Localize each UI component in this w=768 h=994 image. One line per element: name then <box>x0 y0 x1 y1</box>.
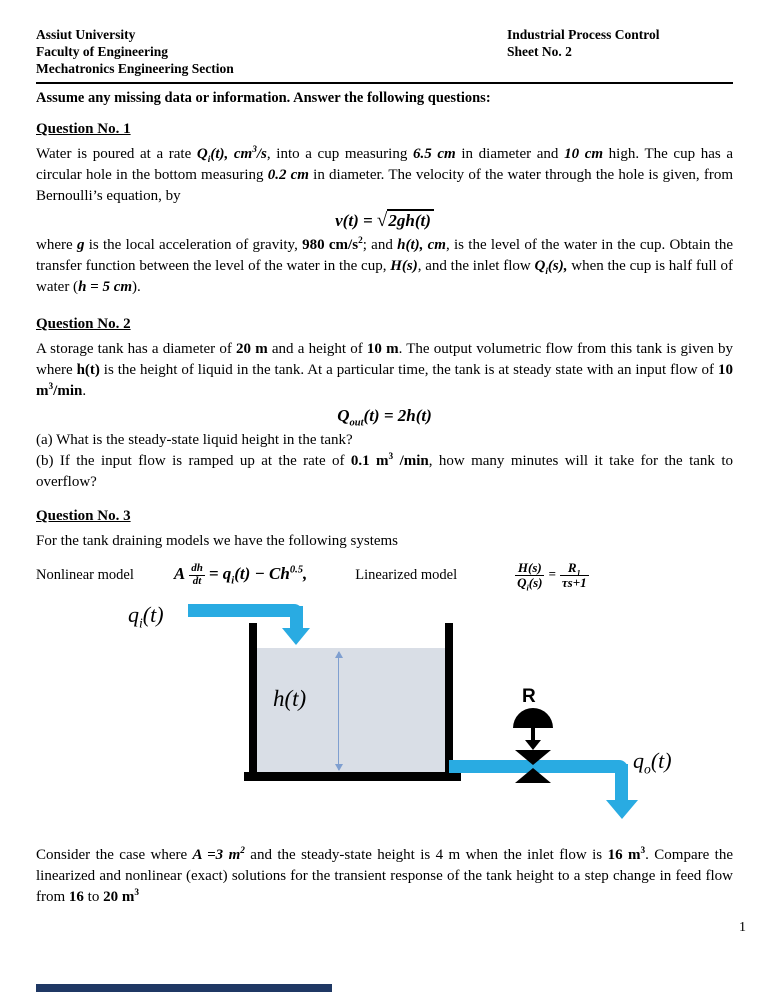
question-1-paragraph-1: Water is poured at a rate Qi(t), cm3/s, … <box>36 145 734 204</box>
valve-dome-icon <box>513 708 553 728</box>
outflow-base: q <box>633 748 644 773</box>
bernoulli-equation: v(t) = √2gh(t) <box>36 209 733 233</box>
height-dimension-arrow <box>334 651 343 771</box>
arrow-up-head-icon <box>334 651 343 658</box>
question-2-paragraph: A storage tank has a diameter of 20 m an… <box>36 341 734 399</box>
question-1-paragraph-2: where g is the local acceleration of gra… <box>36 236 733 295</box>
inflow-label: qi(t) <box>128 602 164 631</box>
nonlinear-model-label: Nonlinear model <box>36 566 134 583</box>
question-2-item-b: (b) If the input flow is ramped up at th… <box>36 452 733 490</box>
outflow-arrow-icon <box>606 800 638 819</box>
faculty-name: Faculty of Engineering <box>36 44 168 59</box>
lin-den-base: Q <box>517 574 527 590</box>
document-header: Assiut University Faculty of Engineering… <box>36 26 733 77</box>
instructions-line: Assume any missing data or information. … <box>36 90 491 106</box>
outflow-equation: Qout(t) = 2h(t) <box>36 404 733 428</box>
section-name: Mechatronics Engineering Section <box>36 61 234 76</box>
question-3-closing-paragraph: Consider the case where A =3 m2 and the … <box>36 846 733 905</box>
page-number: 1 <box>739 920 746 935</box>
water-height-label: h(t) <box>273 686 307 711</box>
equation-base: Q <box>337 406 350 425</box>
question-1-title: Question No. 1 <box>36 121 131 137</box>
header-divider <box>36 82 733 84</box>
tank-right-wall <box>445 623 453 774</box>
outflow-pipe-horizontal <box>449 760 628 773</box>
question-2-title: Question No. 2 <box>36 316 131 332</box>
university-name: Assiut University <box>36 27 136 42</box>
footer-accent-bar <box>36 984 332 992</box>
equation-subscript: out <box>349 417 364 429</box>
lin-rnum-base: R <box>567 559 577 575</box>
arrow-down-head-icon <box>334 764 343 771</box>
lin-lhs-denominator: Qi(s) <box>515 574 544 593</box>
lin-equals-sign: = <box>548 565 556 581</box>
inflow-pipe-vertical <box>290 606 303 630</box>
nl-denominator: dt <box>192 574 202 587</box>
lin-rhs-numerator: R1 <box>559 559 589 578</box>
nl-comma: , <box>303 563 308 583</box>
nl-numerator: dh <box>189 561 205 576</box>
valve-stem-icon <box>531 728 535 741</box>
valve-resistance-label: R <box>522 686 536 707</box>
outflow-subscript: o <box>644 761 651 777</box>
lin-rnum-subscript: 1 <box>576 568 581 578</box>
tank-left-wall <box>249 623 257 774</box>
header-left-block: Assiut University Faculty of Engineering… <box>36 26 507 77</box>
linearized-model-label: Linearized model <box>355 566 458 583</box>
tank-diagram: qi(t) h(t) R qo(t) <box>36 594 733 824</box>
nl-rhs-start: = q <box>208 563 232 583</box>
tank-bottom-wall <box>244 772 461 781</box>
question-2-item-a: (a) What is the steady-state liquid heig… <box>36 432 353 448</box>
equation-lhs: v(t) = <box>335 211 377 230</box>
equation-radicand: 2gh(t) <box>387 209 434 230</box>
equation-rest: (t) = 2h(t) <box>363 406 432 425</box>
outflow-rest: (t) <box>650 748 672 773</box>
valve-stem-arrow-icon <box>525 740 541 750</box>
lin-den-rest: (s) <box>528 574 543 590</box>
inflow-base: q <box>128 602 139 627</box>
lin-den-subscript: i <box>526 583 529 593</box>
question-3-intro: For the tank draining models we have the… <box>36 533 399 549</box>
inflow-pipe-horizontal <box>188 604 303 617</box>
question-3-title: Question No. 3 <box>36 508 131 524</box>
sheet-number: Sheet No. 2 <box>507 44 572 59</box>
inflow-arrow-icon <box>282 628 310 645</box>
inflow-subscript: i <box>139 615 143 631</box>
nl-coefficient: A <box>173 563 186 583</box>
radical-sign: √ <box>376 210 388 231</box>
header-right-block: Industrial Process Control Sheet No. 2 <box>507 26 733 77</box>
outflow-pipe-vertical <box>615 764 628 804</box>
lin-lhs-numerator: H(s) <box>515 561 545 576</box>
page-content: Assiut University Faculty of Engineering… <box>36 26 734 905</box>
valve-upper-triangle-icon <box>515 750 551 765</box>
course-title: Industrial Process Control <box>507 27 660 42</box>
nl-subscript: i <box>231 575 235 587</box>
nl-rhs-mid: (t) − Ch <box>234 563 290 583</box>
lin-rhs-denominator: τs+1 <box>561 574 587 590</box>
lin-lhs-fraction: H(s)Qi(s) <box>515 561 545 593</box>
valve-lower-triangle-icon <box>515 768 551 783</box>
inflow-rest: (t) <box>142 602 164 627</box>
tank-water <box>257 648 445 772</box>
outflow-label: qo(t) <box>633 748 672 777</box>
nl-exponent: 0.5 <box>289 564 304 576</box>
